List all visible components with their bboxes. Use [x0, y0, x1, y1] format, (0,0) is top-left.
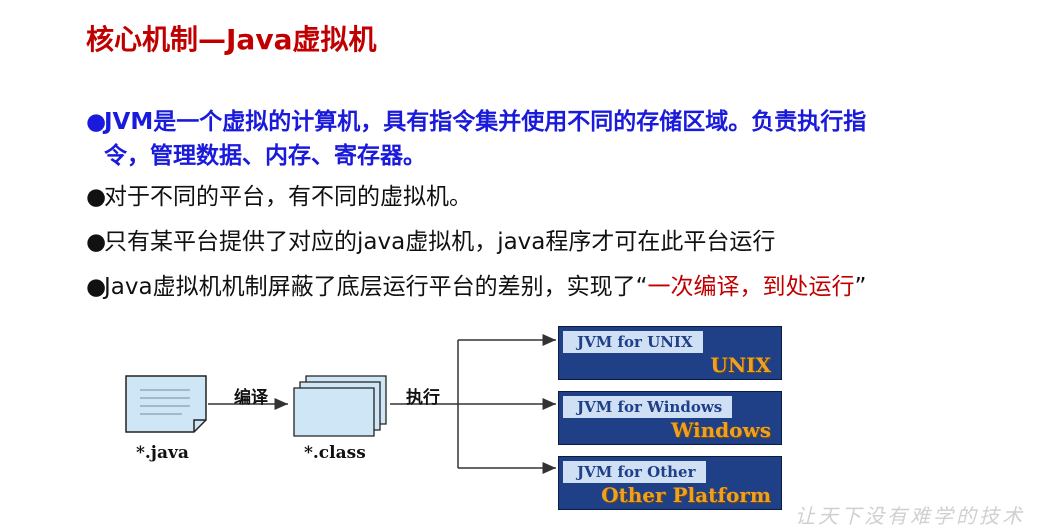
- jvm-tag: JVM for UNIX: [563, 331, 703, 353]
- bullet-text-line2: 令，管理数据、内存、寄存器。: [104, 143, 426, 169]
- bullet-dot: ●: [86, 229, 107, 255]
- bullet-platform-jvm: ●只有某平台提供了对应的java虚拟机，java程序才可在此平台运行: [86, 225, 775, 259]
- java-file-icon: [125, 375, 207, 433]
- jvm-unix-box: JVM for UNIX UNIX: [558, 326, 782, 380]
- platform-label: UNIX: [710, 353, 771, 377]
- java-file-label: *.java: [136, 443, 189, 463]
- bullet-dot: ●: [86, 274, 107, 300]
- bullet-highlight: 一次编译，到处运行: [647, 274, 855, 300]
- jvm-tag: JVM for Other: [563, 461, 706, 483]
- execute-label: 执行: [406, 388, 440, 408]
- watermark: 让天下没有难学的技术: [795, 504, 1025, 528]
- class-files-icon: [293, 375, 387, 437]
- compile-label: 编译: [234, 388, 268, 408]
- bullet-text: Java虚拟机机制屏蔽了底层运行平台的差别，实现了“: [104, 274, 648, 300]
- bullet-text-line1: JVM是一个虚拟的计算机，具有指令集并使用不同的存储区域。负责执行指: [104, 109, 867, 135]
- page-title: 核心机制—Java虚拟机: [86, 23, 377, 56]
- bullet-dot: ●: [86, 184, 107, 210]
- jvm-tag: JVM for Windows: [563, 396, 733, 418]
- bullet-text: 只有某平台提供了对应的java虚拟机，java程序才可在此平台运行: [104, 229, 776, 255]
- bullet-write-once: ●Java虚拟机机制屏蔽了底层运行平台的差别，实现了“一次编译，到处运行”: [86, 270, 866, 304]
- platform-label: Other Platform: [601, 483, 771, 507]
- bullet-jvm-definition: ●JVM是一个虚拟的计算机，具有指令集并使用不同的存储区域。负责执行指 令，管理…: [86, 105, 866, 173]
- bullet-dot: ●: [86, 109, 107, 135]
- class-file-label: *.class: [304, 443, 366, 463]
- platform-label: Windows: [670, 418, 771, 442]
- jvm-other-box: JVM for Other Other Platform: [558, 456, 782, 510]
- bullet-text: 对于不同的平台，有不同的虚拟机。: [104, 184, 472, 210]
- bullet-text-end: ”: [854, 274, 867, 300]
- jvm-windows-box: JVM for Windows Windows: [558, 391, 782, 445]
- bullet-platforms: ●对于不同的平台，有不同的虚拟机。: [86, 180, 472, 214]
